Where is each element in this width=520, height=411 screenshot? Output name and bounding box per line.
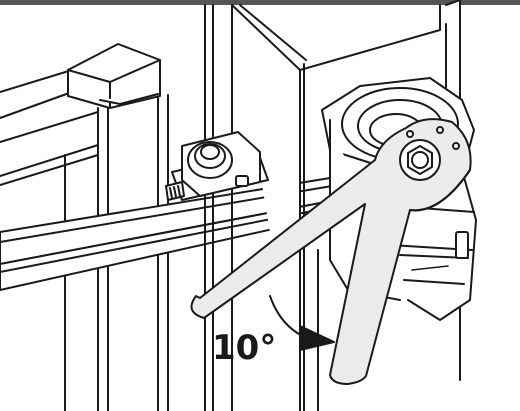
gate-hinge <box>165 131 269 201</box>
gate-frame <box>0 43 169 411</box>
top-bar <box>0 0 520 5</box>
gate-post <box>204 0 461 411</box>
angle-label: 10° <box>212 328 277 368</box>
angle-arrow <box>269 295 335 351</box>
spanner-wrench <box>190 118 472 385</box>
